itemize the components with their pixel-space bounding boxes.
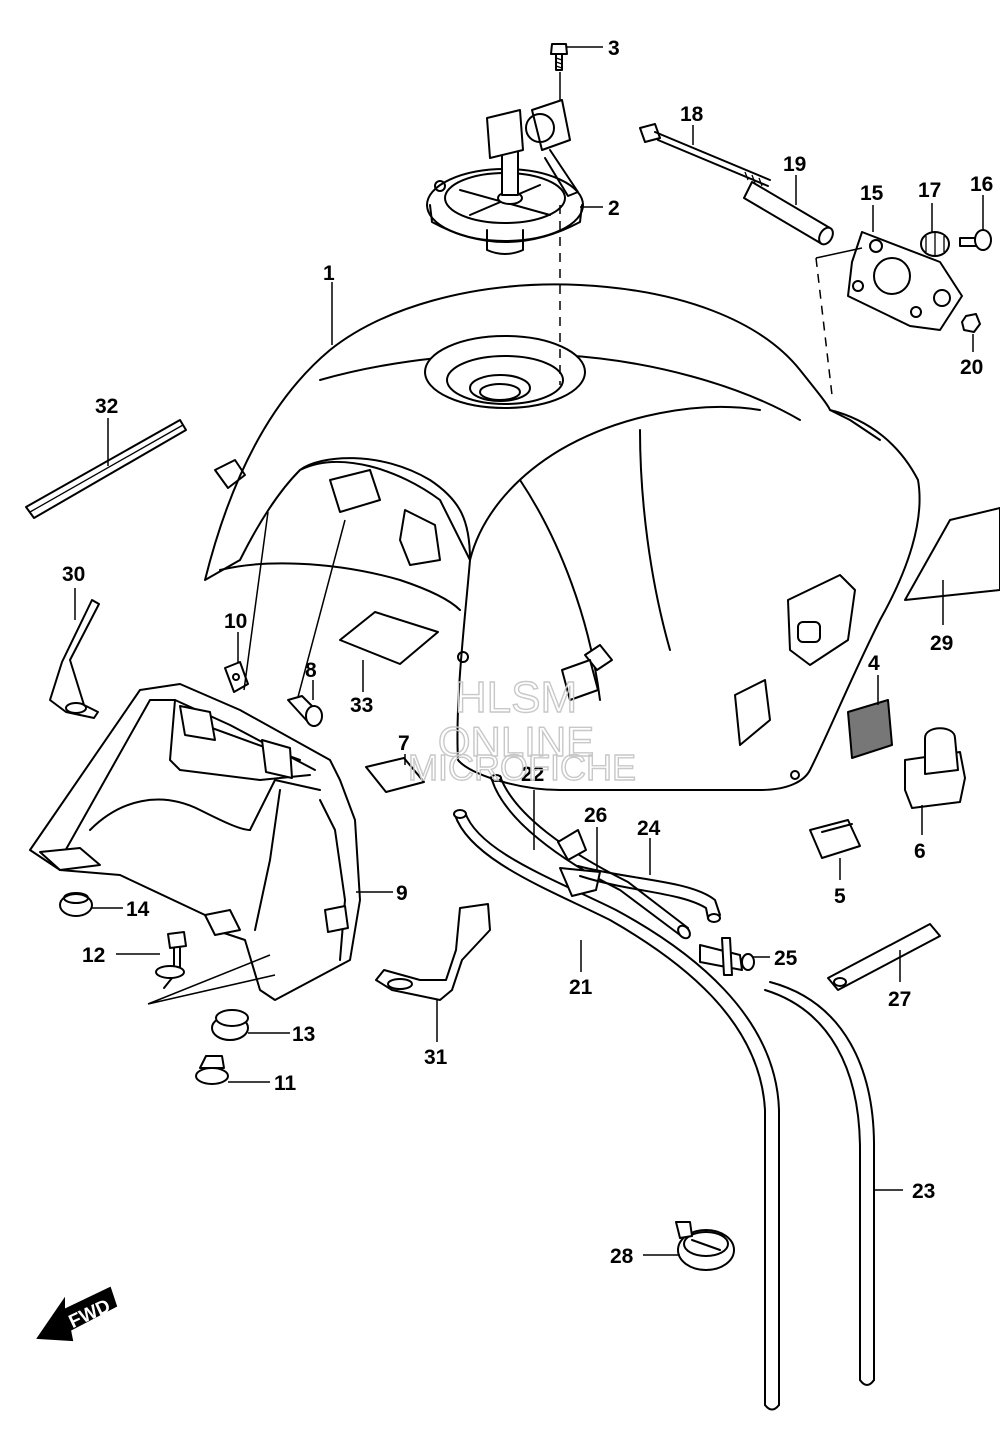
part-28-clip [675,1221,735,1271]
callout-20: 20 [960,356,983,379]
callout-5: 5 [834,885,846,908]
callout-21: 21 [569,976,593,999]
callout-6: 6 [914,840,926,863]
watermark-line-3: MICROFICHE [408,747,636,788]
callout-27: 27 [888,988,911,1011]
part-29-label [904,507,1000,601]
callout-26: 26 [584,804,607,827]
part-9-cover [29,683,361,1001]
callout-32: 32 [95,395,118,418]
part-3-screw [550,43,568,71]
callouts: 1 2 3 4 5 6 7 8 9 10 11 12 13 14 15 16 1… [62,37,993,1268]
part-13-grommet [211,1009,249,1041]
part-20-nut [961,313,981,333]
callout-4: 4 [868,652,880,675]
callout-8: 8 [305,659,317,682]
callout-19: 19 [783,153,806,176]
part-24-hose [577,865,721,923]
callout-23: 23 [912,1180,935,1203]
part-15-bracket [847,231,963,331]
part-6-relay [904,727,966,809]
part-12-bolt [155,931,187,989]
callout-1: 1 [323,262,335,285]
fwd-arrow-icon: FWD [36,1286,118,1342]
part-2-fuel-cap [426,99,584,255]
callout-10: 10 [224,610,247,633]
callout-17: 17 [918,179,941,202]
part-18-bolt [639,123,771,187]
part-1-fuel-tank [204,283,921,792]
part-14-grommet [59,892,93,917]
part-22-pipe [490,774,691,940]
callout-13: 13 [292,1023,315,1046]
callout-22: 22 [521,763,544,786]
callout-33: 33 [350,694,373,717]
callout-7: 7 [398,732,410,755]
part-8-bolt [287,695,323,727]
part-21-hose [453,809,780,1411]
leader-lines [74,46,984,1256]
part-4-reflector [847,699,893,759]
callout-14: 14 [126,898,150,921]
part-25-joint [699,937,755,976]
callout-2: 2 [608,197,620,220]
part-30-bracket [49,599,100,719]
callout-18: 18 [680,103,704,126]
part-27-strap [827,923,941,991]
part-11-collar [195,1055,229,1085]
watermark: HLSM ONLINE MICROFICHE [407,672,636,788]
part-17-grommet [920,231,950,257]
callout-3: 3 [608,37,620,60]
watermark-line-2: ONLINE [438,718,594,765]
callout-24: 24 [637,817,661,840]
callout-30: 30 [62,563,85,586]
part-26-clamp [557,829,601,897]
part-33-label [339,611,439,665]
part-23-hose [764,981,876,1386]
callout-31: 31 [424,1046,448,1069]
callout-12: 12 [82,944,105,967]
callout-16: 16 [970,173,993,196]
part-32-strip [25,419,187,519]
callout-15: 15 [860,182,884,205]
part-10-rubber [224,661,249,693]
callout-11: 11 [274,1072,297,1095]
part-16-bolt [959,229,992,251]
watermark-line-1: HLSM [455,673,577,722]
callout-28: 28 [610,1245,634,1268]
part-31-bracket [375,903,491,1001]
callout-25: 25 [774,947,798,970]
part-5-cushion [809,819,861,859]
callout-9: 9 [396,882,408,905]
callout-29: 29 [930,632,953,655]
part-19-sleeve [743,181,834,246]
part-7-label [365,757,425,793]
